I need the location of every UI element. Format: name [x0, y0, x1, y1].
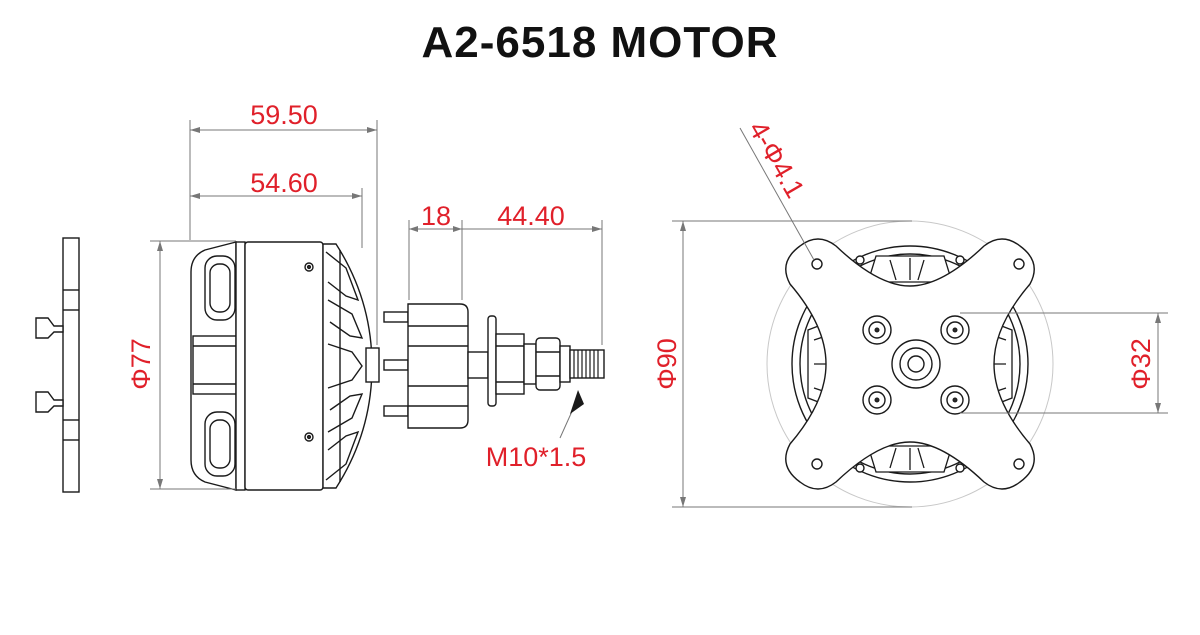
dim-outer-diameter: Φ90: [652, 338, 682, 390]
dim-body-length: 54.60: [250, 168, 318, 198]
mount-plate-side-view: [35, 237, 80, 493]
dim-overall-length: 59.50: [250, 100, 318, 130]
dim-shaft-length: 44.40: [497, 201, 565, 231]
front-dimension-lines: [672, 127, 1168, 508]
shaft-assembly: [467, 315, 605, 407]
dim-mount-holes: 4-Φ4.1: [743, 116, 811, 203]
dim-bolt-circle: Φ32: [1126, 338, 1156, 390]
dim-thread: M10*1.5: [486, 442, 587, 472]
dimension-lines: [150, 120, 603, 490]
prop-adapter: [383, 303, 469, 429]
motor-side-view: [190, 241, 380, 491]
motor-front-view: [766, 220, 1054, 508]
page-title: A2-6518 MOTOR: [421, 18, 779, 67]
dim-adapter-length: 18: [421, 201, 451, 231]
dim-body-diameter: Φ77: [126, 338, 156, 390]
